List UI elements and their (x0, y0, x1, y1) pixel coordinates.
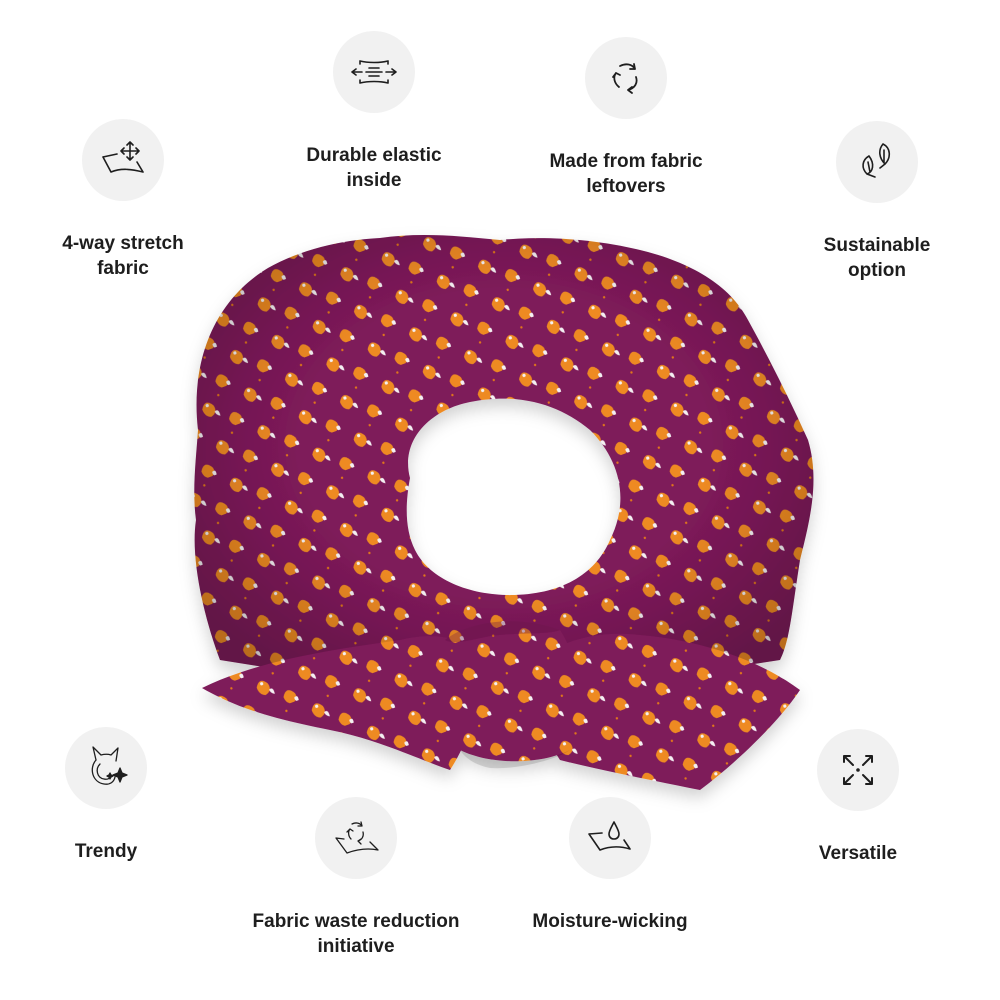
leaves-icon (862, 143, 891, 178)
feature-sustainable: Sustainable option (747, 121, 1000, 283)
feature-label: Sustainable option (823, 235, 931, 281)
feature-versatile: Versatile (728, 729, 988, 866)
elastic-icon (351, 60, 397, 84)
feature-fabric-waste-reduction: Fabric waste reduction initiative (226, 797, 486, 959)
feature-trendy: Trendy (0, 727, 236, 864)
icon-circle (315, 797, 397, 879)
recycle-icon (612, 63, 638, 94)
feature-label: Versatile (818, 843, 898, 864)
feature-label: Moisture-wicking (532, 911, 688, 932)
cat-sparkle-icon (91, 746, 128, 785)
feature-durable-elastic: Durable elastic inside (244, 31, 504, 193)
icon-circle (817, 729, 899, 811)
feature-fabric-leftovers: Made from fabric leftovers (496, 37, 756, 199)
icon-circle (82, 119, 164, 201)
feature-label: Durable elastic inside (306, 145, 442, 191)
feature-label: Fabric waste reduction initiative (252, 911, 460, 957)
expand-arrows-icon (843, 755, 873, 785)
feature-moisture-wicking: Moisture-wicking (480, 797, 740, 934)
water-drop-fabric-icon (588, 821, 631, 851)
feature-label: Trendy (74, 841, 138, 862)
four-way-stretch-icon (102, 141, 144, 173)
fabric-recycle-icon (335, 821, 379, 854)
icon-circle (333, 31, 415, 113)
feature-label: Made from fabric leftovers (549, 151, 703, 197)
icon-circle (836, 121, 918, 203)
icon-circle (585, 37, 667, 119)
feature-4-way-stretch: 4-way stretch fabric (0, 119, 253, 281)
icon-circle (569, 797, 651, 879)
icon-circle (65, 727, 147, 809)
feature-label: 4-way stretch fabric (62, 233, 184, 279)
